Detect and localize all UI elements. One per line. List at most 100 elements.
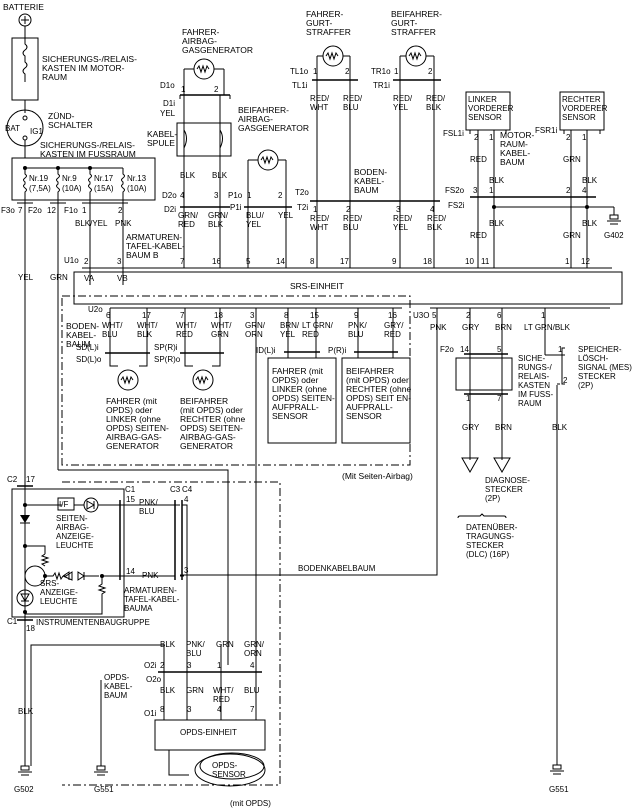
wire-color-label: GRN: [50, 273, 68, 282]
connector-label: U1o: [64, 256, 79, 265]
right-side-airbag-squib: [192, 369, 214, 391]
left-side-impact-sensor: [267, 357, 337, 444]
pin-label: 6: [106, 311, 111, 320]
wire-color-label: BRN: [495, 323, 512, 332]
pin-label: 2: [566, 133, 571, 142]
fuse-rating-label: (10A): [62, 184, 82, 193]
pin-label: 7: [250, 705, 255, 714]
wire-color-label: GRN/RED: [178, 211, 199, 229]
floor-harness-label: BODEN-KABEL-BAUM: [354, 167, 387, 195]
wire-color-label: WHT/RED: [213, 686, 234, 704]
pin-label: 2: [214, 85, 219, 94]
pin-label: 7: [180, 257, 185, 266]
opds-unit: [154, 719, 266, 751]
mes-connector: [561, 347, 565, 385]
pin-label: 1: [541, 311, 546, 320]
wire-color-label: PNK/BLU: [348, 321, 367, 339]
wire-color-label: RED/BLK: [426, 94, 446, 112]
connector-label: D1o: [160, 81, 175, 90]
wire-color-label: BLK: [212, 171, 228, 180]
pin-label: 3: [250, 311, 255, 320]
connector-label: O2o: [146, 675, 162, 684]
pin-label: 18: [26, 624, 35, 633]
pin-label: 3: [473, 186, 478, 195]
driver-pretensioner-label: FAHRER-GURT-STRAFFER: [306, 9, 351, 37]
side-airbag-option-box: [61, 295, 411, 466]
left-side-airbag-squib: [117, 369, 139, 391]
pin-label: 3: [396, 205, 401, 214]
pin-label: 1: [313, 205, 318, 214]
connector-label: D2i: [164, 205, 176, 214]
pin-label: 18: [214, 311, 223, 320]
pin-label: 14: [126, 567, 135, 576]
pin-label: 2: [346, 205, 351, 214]
pin-label: 5: [432, 311, 437, 320]
connector-label: TR1i: [373, 81, 390, 90]
fuse-icon: [121, 168, 125, 202]
wire-color-label: GRN/ORN: [245, 321, 266, 339]
wire-color-label: BLK: [180, 171, 196, 180]
ground-icon: [18, 765, 32, 776]
wire-color-label: BLK: [552, 423, 568, 432]
pin-label: 1: [313, 67, 318, 76]
pin-label: 4: [250, 661, 255, 670]
wire-color-label: WHT/BLU: [102, 321, 123, 339]
wire-color-label: GRY: [462, 423, 480, 432]
wire-color-label: BRN: [495, 423, 512, 432]
pin-label: 1: [247, 191, 252, 200]
connector-label: D2o: [162, 191, 177, 200]
instrument-cluster-label: INSTRUMENTENBAUGRUPPE: [36, 618, 150, 627]
pin-label: 16: [388, 311, 397, 320]
connector-label: SD(L)o: [76, 355, 102, 364]
pin-label: 12: [581, 257, 590, 266]
pin-label: 5: [246, 257, 251, 266]
dlc-brace: [457, 513, 507, 519]
wire-color-label: BRN/YEL: [280, 321, 300, 339]
pin-label: 4: [217, 705, 222, 714]
ground-label: G551: [549, 785, 569, 794]
pin-label: 1: [217, 661, 222, 670]
wire-color-label: PNK: [142, 571, 159, 580]
connector-label: P1i: [230, 203, 242, 212]
fuse-icon: [56, 168, 60, 202]
passenger-airbag-label: BEIFAHRER-AIRBAG-GASGENERATOR: [238, 105, 309, 133]
side-airbag-note: (Mit Seiten-Airbag): [342, 471, 413, 481]
connector-label: T2o: [295, 188, 309, 197]
wire-color-label: PNK/BLU: [139, 498, 158, 516]
pin-label: 1: [466, 394, 471, 403]
wire-color-label: BLK: [582, 219, 598, 228]
wire-color-label: GRY: [462, 323, 480, 332]
pin-label: 2: [345, 67, 350, 76]
engine-fusebox-label: SICHERUNGS-/RELAIS-KASTEN IM MOTOR-RAUM: [42, 54, 137, 82]
ground-icon: [550, 764, 564, 775]
connector-label: C1: [7, 617, 18, 626]
wire-color-label: YEL: [278, 211, 294, 220]
pin-label: 7: [180, 311, 185, 320]
pin-label: 2: [84, 257, 89, 266]
wire-color-label: RED/WHT: [310, 214, 330, 232]
connector-label: C2: [7, 475, 18, 484]
pin-label: 1: [582, 133, 587, 142]
connector-label: TR1o: [371, 67, 391, 76]
wire-color-label: LT GRN/BLK: [524, 323, 571, 332]
pin-label: 3: [214, 191, 219, 200]
wire-color-label: RED: [470, 155, 487, 164]
engine-fusebox: [11, 37, 39, 101]
pin-label: VA: [84, 274, 95, 283]
fuse-rating-label: (7,5A): [29, 184, 51, 193]
fuse-pin-label: 12: [47, 206, 56, 215]
connector-label: U2o: [88, 305, 103, 314]
diag-connector-icon: [461, 457, 479, 474]
wire-color-label: BLK/YEL: [75, 219, 108, 228]
wire-color-label: RED/BLU: [343, 94, 363, 112]
wire-color-label: BLK: [489, 219, 505, 228]
wire-color-label: RED/YEL: [393, 214, 413, 232]
wire-color-label: GRN: [216, 640, 234, 649]
fuse-icon: [22, 38, 28, 82]
connector-label: TL1i: [292, 81, 308, 90]
